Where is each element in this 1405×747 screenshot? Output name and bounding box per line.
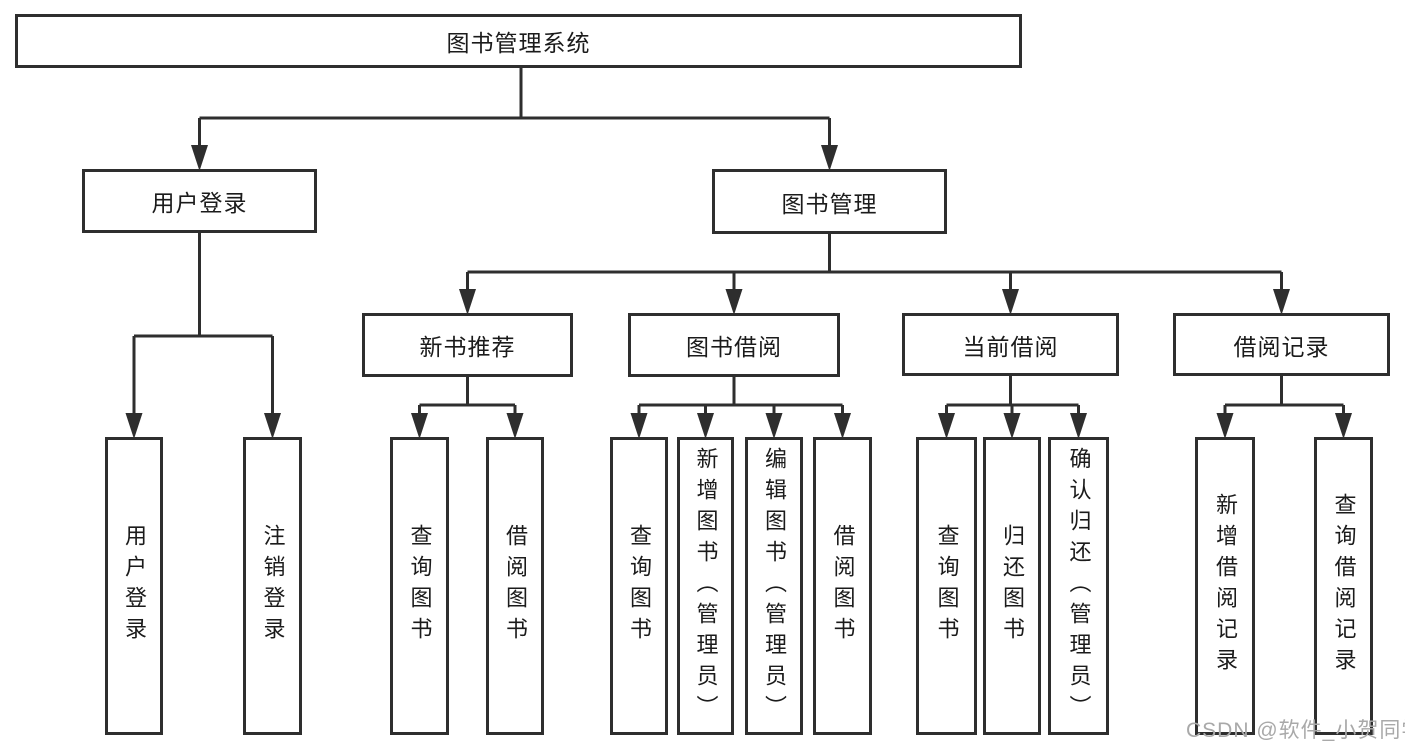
node-label-cb-query: 查询图书 <box>934 524 960 648</box>
node-label-logout-action: 注销登录 <box>260 524 286 648</box>
node-label-user-login-action: 用户登录 <box>122 524 147 648</box>
node-label-current-borrow: 当前借阅 <box>962 333 1059 360</box>
node-book-borrow: 图书借阅 <box>628 313 840 377</box>
node-label-root: 图书管理系统 <box>446 30 591 56</box>
node-label-cb-return: 归还图书 <box>1000 524 1025 648</box>
node-logout-action: 注销登录 <box>243 437 302 735</box>
node-book-mgmt: 图书管理 <box>712 169 947 234</box>
node-label-bb-edit: 编辑图书（管理员） <box>762 446 787 726</box>
node-cb-return: 归还图书 <box>983 437 1041 735</box>
node-label-user-login: 用户登录 <box>151 190 248 216</box>
node-label-nb-borrow: 借阅图书 <box>503 524 528 648</box>
node-label-new-book-rec: 新书推荐 <box>419 334 516 360</box>
node-label-br-query: 查询借阅记录 <box>1331 493 1357 679</box>
node-nb-query: 查询图书 <box>390 437 449 735</box>
node-borrow-records: 借阅记录 <box>1173 313 1390 376</box>
node-cb-query: 查询图书 <box>916 437 977 735</box>
node-label-bb-borrow: 借阅图书 <box>830 524 856 648</box>
node-bb-query: 查询图书 <box>610 437 668 735</box>
node-bb-borrow: 借阅图书 <box>813 437 872 735</box>
node-label-bb-query: 查询图书 <box>627 524 652 648</box>
node-bb-edit: 编辑图书（管理员） <box>745 437 803 735</box>
watermark: CSDN @软件_小贺同学 <box>1186 719 1405 742</box>
node-label-book-mgmt: 图书管理 <box>781 190 878 217</box>
node-label-book-borrow: 图书借阅 <box>686 334 782 360</box>
node-label-br-add: 新增借阅记录 <box>1213 493 1238 679</box>
node-current-borrow: 当前借阅 <box>902 313 1119 376</box>
node-root: 图书管理系统 <box>15 14 1022 68</box>
node-cb-confirm: 确认归还（管理员） <box>1048 437 1109 735</box>
node-br-query: 查询借阅记录 <box>1314 437 1373 735</box>
node-new-book-rec: 新书推荐 <box>362 313 573 377</box>
node-label-cb-confirm: 确认归还（管理员） <box>1066 446 1092 726</box>
node-user-login-action: 用户登录 <box>105 437 163 735</box>
node-label-borrow-records: 借阅记录 <box>1233 333 1330 360</box>
node-br-add: 新增借阅记录 <box>1195 437 1255 735</box>
node-label-bb-add: 新增图书（管理员） <box>693 446 719 726</box>
node-user-login: 用户登录 <box>82 169 317 233</box>
node-bb-add: 新增图书（管理员） <box>677 437 734 735</box>
node-label-nb-query: 查询图书 <box>407 524 433 648</box>
node-nb-borrow: 借阅图书 <box>486 437 544 735</box>
